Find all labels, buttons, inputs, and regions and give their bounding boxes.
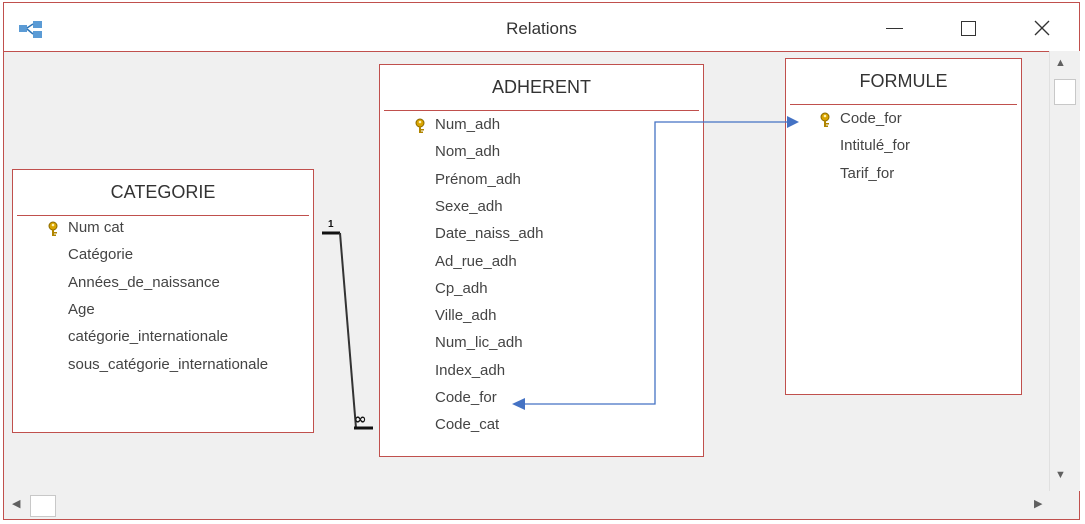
field-item[interactable]: Nom_adh	[435, 143, 501, 161]
field-item[interactable]: Num cat	[68, 219, 124, 236]
minimize-icon	[886, 28, 903, 29]
vertical-scrollbar[interactable]: ▲ ▼	[1049, 51, 1080, 491]
horizontal-scroll-thumb[interactable]	[30, 495, 56, 517]
field-item[interactable]: Ad_rue_adh	[435, 252, 517, 270]
scroll-up-icon[interactable]: ▲	[1055, 57, 1066, 69]
table-title: FORMULE	[859, 71, 948, 91]
many-label: ∞	[354, 410, 367, 428]
scroll-right-icon[interactable]: ▶	[1034, 498, 1043, 510]
close-button[interactable]	[1022, 13, 1062, 43]
field-item[interactable]: Code_cat	[435, 416, 500, 434]
maximize-icon	[961, 21, 976, 36]
field-item[interactable]: Intitulé_for	[840, 137, 911, 155]
scroll-down-icon[interactable]: ▼	[1055, 469, 1066, 481]
minimize-button[interactable]	[876, 13, 916, 43]
relationship-line-categorie-link[interactable]	[339, 232, 357, 429]
table-title: CATEGORIE	[110, 182, 216, 202]
field-item[interactable]: Num_adh	[435, 116, 501, 133]
field-item[interactable]: Age	[68, 300, 95, 318]
title-bar[interactable]: Relations	[4, 3, 1079, 51]
field-item[interactable]: Ville_adh	[435, 307, 497, 325]
field-item[interactable]: Tarif_for	[840, 164, 895, 182]
field-item[interactable]: Sexe_adh	[435, 197, 503, 215]
primary-key-icon	[46, 221, 60, 237]
table-title: ADHERENT	[491, 77, 591, 97]
arrow-head-formule	[787, 116, 799, 128]
primary-key-icon	[413, 118, 427, 134]
scroll-left-icon[interactable]: ◀	[12, 498, 21, 510]
field-item[interactable]: Prénom_adh	[435, 170, 521, 188]
field-item[interactable]: Cp_adh	[435, 279, 488, 297]
close-icon	[1034, 20, 1050, 36]
relations-icon	[19, 21, 42, 38]
field-item[interactable]: Index_adh	[435, 361, 506, 379]
vertical-scroll-thumb[interactable]	[1054, 79, 1076, 105]
arrow-head-adherent	[512, 398, 525, 410]
table-divider	[790, 104, 1017, 105]
relationship-line-formule[interactable]	[524, 121, 796, 405]
window-title: Relations	[506, 19, 577, 38]
field-item[interactable]: Code_for	[435, 389, 497, 406]
field-item[interactable]: catégorie_internationale	[68, 328, 229, 346]
table-divider	[17, 215, 309, 216]
horizontal-scrollbar[interactable]: ◀ ▶	[4, 491, 1079, 519]
table-divider	[384, 110, 699, 111]
field-item[interactable]: Catégorie	[68, 246, 134, 264]
relationship-lines: 1 ∞	[322, 116, 799, 430]
one-label: 1	[328, 219, 334, 230]
primary-key-icon	[818, 112, 832, 128]
field-item[interactable]: Code_for	[840, 110, 902, 127]
maximize-button[interactable]	[950, 13, 990, 43]
field-item[interactable]: Num_lic_adh	[435, 334, 523, 352]
field-item[interactable]: Date_naiss_adh	[435, 225, 544, 243]
field-item[interactable]: sous_catégorie_internationale	[68, 355, 269, 373]
field-item[interactable]: Années_de_naissance	[68, 273, 220, 291]
